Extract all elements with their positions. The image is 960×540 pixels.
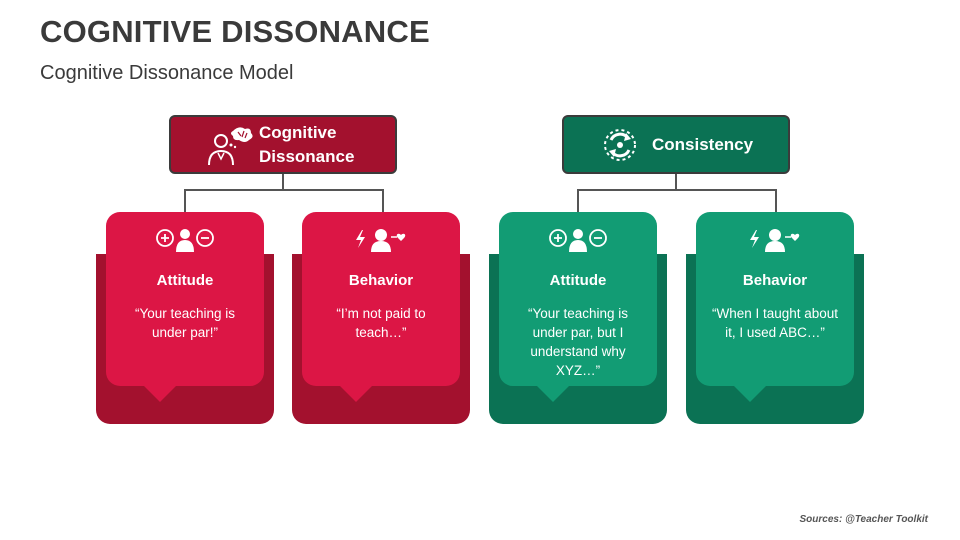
cognitive-dissonance-header: Cognitive Dissonance: [169, 115, 397, 174]
card-tail: [537, 386, 569, 402]
consistency-header: Consistency: [562, 115, 790, 174]
card-quote: “Your teaching is under par!”: [134, 306, 236, 340]
plus-person-minus-icon: [156, 229, 214, 252]
lightning-person-heart-icon: [356, 229, 406, 252]
connector-green-left: [577, 189, 579, 212]
page-subtitle: Cognitive Dissonance Model: [40, 62, 294, 84]
card-title: Behavior: [742, 272, 808, 289]
card-front: Behavior “When I taught about it, I used…: [696, 212, 854, 386]
connector-green-bar: [577, 189, 777, 191]
card-title: Behavior: [348, 272, 414, 289]
card-title: Attitude: [156, 272, 214, 289]
header-line-1: Cognitive: [259, 122, 337, 142]
connector-red-right: [382, 189, 384, 212]
plus-person-minus-icon: [549, 229, 607, 252]
confused-person-icon: [208, 126, 253, 165]
connector-red-bar: [184, 189, 384, 191]
connector-green-stem: [675, 174, 677, 190]
lightning-person-heart-icon: [750, 229, 800, 252]
card-tail: [734, 386, 766, 402]
cycle-arrows-icon: [604, 128, 636, 161]
connector-green-right: [775, 189, 777, 212]
header-line-1: Consistency: [652, 134, 754, 154]
card-quote: “I’m not paid to teach…”: [336, 306, 426, 340]
card-tail: [340, 386, 372, 402]
card-front: Behavior “I’m not paid to teach…”: [302, 212, 460, 386]
connector-red-left: [184, 189, 186, 212]
card-front: Attitude “Your teaching is under par!”: [106, 212, 264, 386]
card-tail: [144, 386, 176, 402]
card-front: Attitude “Your teaching is under par, bu…: [499, 212, 657, 386]
source-credit: Sources: @Teacher Toolkit: [799, 514, 929, 525]
connector-red-stem: [282, 174, 284, 190]
card-quote: “When I taught about it, I used ABC…”: [711, 306, 839, 340]
page-title: COGNITIVE DISSONANCE: [40, 14, 430, 49]
card-quote: “Your teaching is under par, but I under…: [527, 306, 629, 378]
header-line-2: Dissonance: [259, 146, 355, 166]
card-title: Attitude: [549, 272, 607, 289]
